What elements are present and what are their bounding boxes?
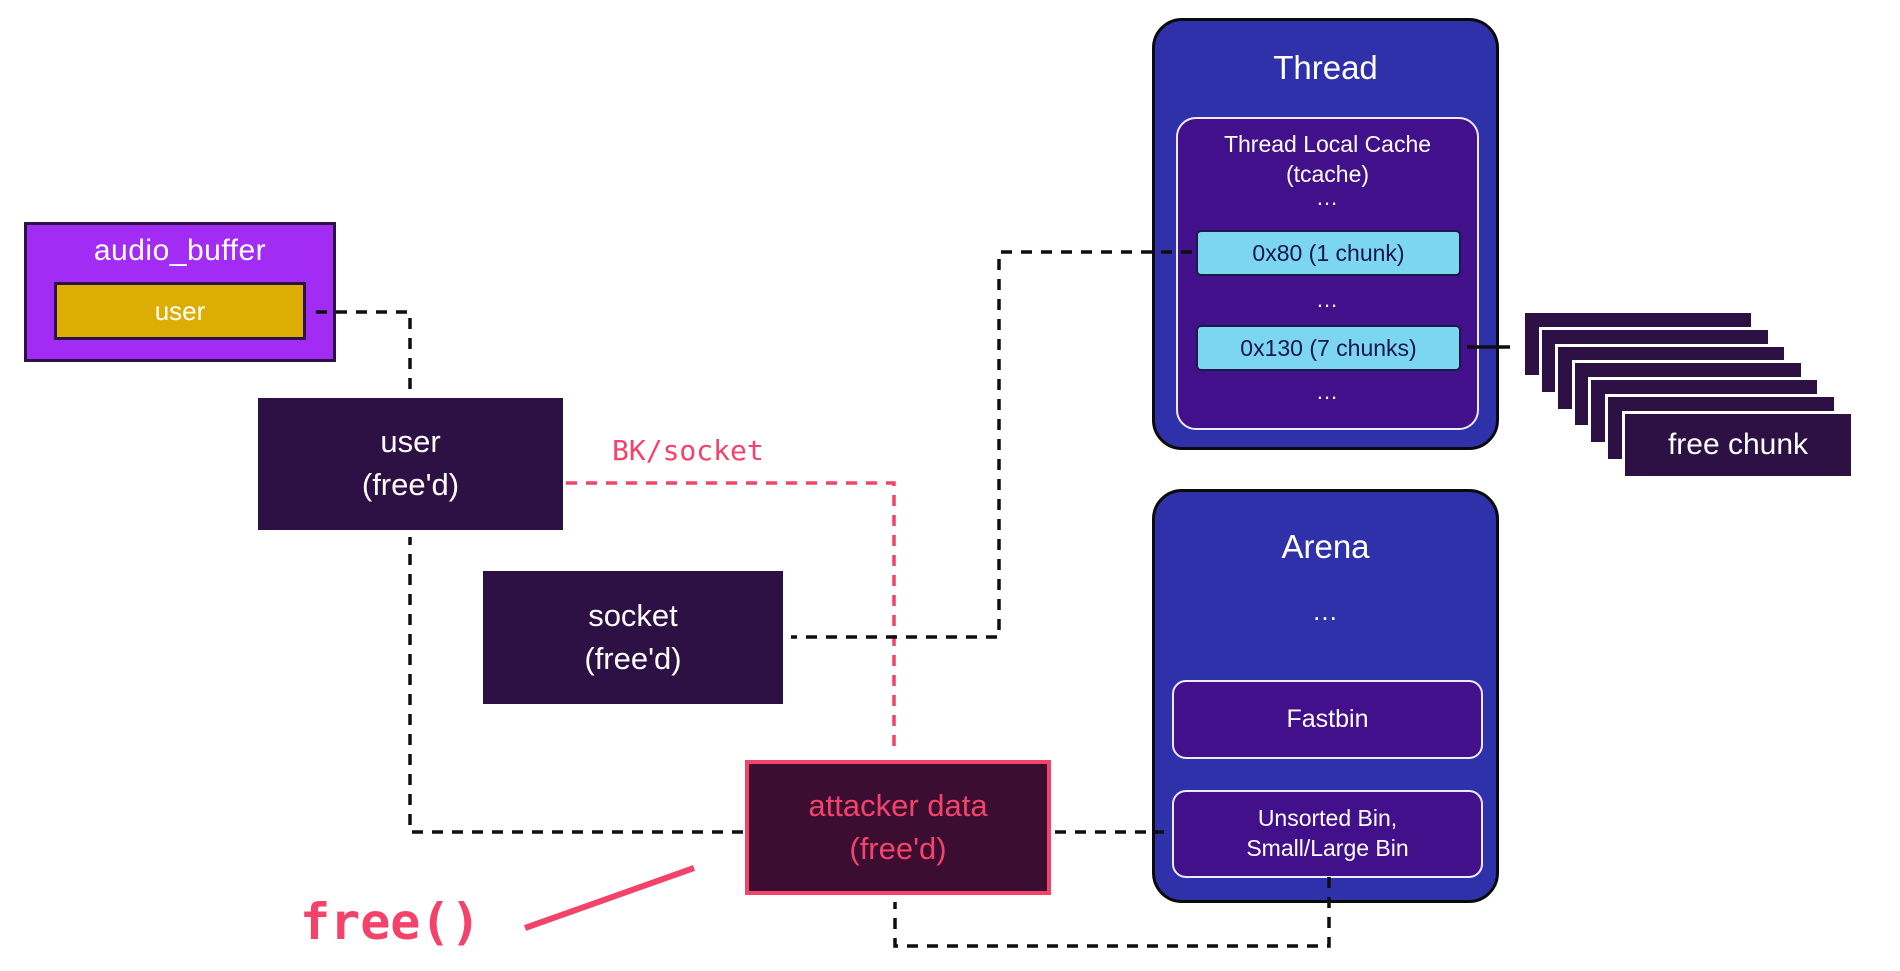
tcache-bin-0x130: 0x130 (7 chunks) xyxy=(1196,325,1461,371)
arena-panel: Arena ... Fastbin Unsorted Bin, Small/La… xyxy=(1152,489,1499,903)
unsorted-bin-box: Unsorted Bin, Small/Large Bin xyxy=(1172,790,1483,878)
arena-title: Arena xyxy=(1281,528,1370,565)
user-freed-box: user (free'd) xyxy=(258,398,563,530)
thread-panel: Thread Thread Local Cache (tcache) ... 0… xyxy=(1152,18,1499,450)
audio-buffer-user-box: user xyxy=(54,282,306,340)
attacker-data-line1: attacker data xyxy=(808,787,988,823)
tcache-title-line1: Thread Local Cache xyxy=(1223,131,1432,157)
socket-freed-line1: socket xyxy=(588,597,678,633)
user-freed-line2: (free'd) xyxy=(361,467,460,502)
unsorted-bin-line1: Unsorted Bin, xyxy=(1257,805,1398,832)
free-chunk-card-front: free chunk xyxy=(1622,411,1854,479)
tcache-ellipsis-mid: ... xyxy=(1316,287,1339,312)
arena-ellipsis: ... xyxy=(1313,596,1338,626)
free-call-label: free() xyxy=(300,893,481,951)
audio-buffer-label: audio_buffer xyxy=(93,234,267,267)
bk-socket-label: BK/socket xyxy=(612,434,764,467)
tcache-ellipsis-top: ... xyxy=(1316,185,1339,210)
tcache-bin-0x80: 0x80 (1 chunk) xyxy=(1196,230,1461,276)
fastbin-box: Fastbin xyxy=(1172,680,1483,759)
tcache-bin-0x80-label: 0x80 (1 chunk) xyxy=(1252,239,1405,266)
arrow-free-call-to-attacker xyxy=(523,865,696,931)
fastbin-label: Fastbin xyxy=(1286,705,1369,733)
socket-freed-box: socket (free'd) xyxy=(483,571,783,704)
attacker-data-box: attacker data (free'd) xyxy=(745,760,1051,895)
thread-title: Thread xyxy=(1273,49,1378,86)
free-chunk-stack: free chunk xyxy=(1522,310,1862,490)
audio-buffer-box: audio_buffer user xyxy=(24,222,336,362)
unsorted-bin-line2: Small/Large Bin xyxy=(1246,835,1409,861)
arrow-tcache-0x80-socket xyxy=(791,250,1192,639)
free-chunk-label: free chunk xyxy=(1667,428,1809,461)
tcache-panel: Thread Local Cache (tcache) ... 0x80 (1 … xyxy=(1176,117,1479,430)
tcache-bin-0x130-label: 0x130 (7 chunks) xyxy=(1240,334,1417,361)
attacker-data-line2: (free'd) xyxy=(849,830,947,866)
socket-freed-line2: (free'd) xyxy=(584,640,682,676)
tcache-title-line2: (tcache) xyxy=(1285,161,1370,187)
tcache-ellipsis-bottom: ... xyxy=(1316,379,1339,404)
user-freed-line1: user xyxy=(380,424,441,460)
audio-buffer-user-label: user xyxy=(154,295,206,326)
